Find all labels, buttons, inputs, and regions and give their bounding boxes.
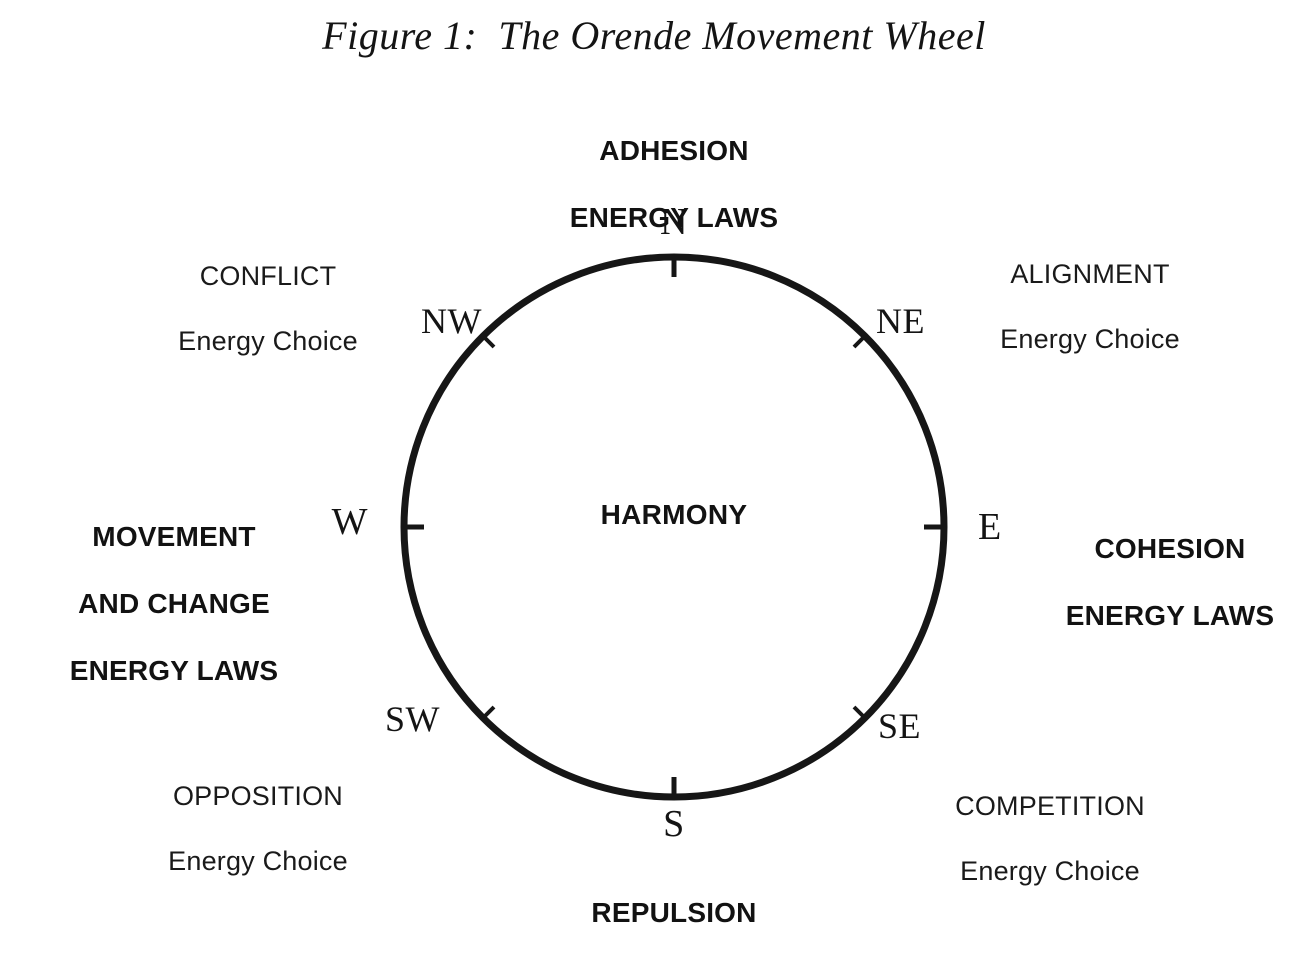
sector-west-title: MOVEMENT <box>92 520 256 552</box>
figure-title: Figure 1: The Orende Movement Wheel <box>322 13 986 58</box>
sector-north-label: ADHESION ENERGY LAWS <box>424 100 924 268</box>
sector-east-title: COHESION <box>1094 532 1246 564</box>
compass-label-w: W <box>331 501 368 543</box>
sector-south-label: REPULSION ENERGY LAWS <box>424 862 924 958</box>
sector-west-label: MOVEMENT AND CHANGE ENERGY LAWS <box>24 486 324 721</box>
sector-southeast-label: COMPETITION Energy Choice <box>860 758 1240 920</box>
sector-northwest-title: CONFLICT <box>199 261 337 292</box>
sector-southwest-subtitle: Energy Choice <box>168 846 348 877</box>
sector-southeast-subtitle: Energy Choice <box>960 856 1140 887</box>
sector-west-subtitle: ENERGY LAWS <box>69 654 279 686</box>
center-label-harmony: HARMONY <box>600 499 748 530</box>
tick-sw <box>481 705 496 720</box>
sector-north-title: ADHESION <box>599 134 749 166</box>
sector-northeast-title: ALIGNMENT <box>1010 259 1170 290</box>
compass-label-sw: SW <box>385 699 440 739</box>
sector-southeast-title: COMPETITION <box>955 791 1145 822</box>
sector-west-title-line2: AND CHANGE <box>78 587 270 619</box>
compass-label-nw: NW <box>421 301 482 341</box>
sector-east-subtitle: ENERGY LAWS <box>1065 599 1275 631</box>
compass-label-s: S <box>663 803 685 845</box>
tick-ne <box>852 334 867 349</box>
sector-southwest-label: OPPOSITION Energy Choice <box>68 748 448 910</box>
sector-south-title: REPULSION <box>591 896 757 928</box>
tick-se <box>852 705 867 720</box>
sector-north-subtitle: ENERGY LAWS <box>569 201 779 233</box>
tick-nw <box>481 334 496 349</box>
wheel-circle-group <box>400 253 948 801</box>
sector-northwest-label: CONFLICT Energy Choice <box>78 228 458 390</box>
sector-southwest-title: OPPOSITION <box>172 781 344 812</box>
sector-northeast-subtitle: Energy Choice <box>1000 324 1180 355</box>
compass-label-ne: NE <box>876 301 925 341</box>
sector-east-label: COHESION ENERGY LAWS <box>1020 498 1308 666</box>
sector-northeast-label: ALIGNMENT Energy Choice <box>900 226 1280 388</box>
sector-northwest-subtitle: Energy Choice <box>178 326 358 357</box>
compass-label-n: N <box>660 201 688 243</box>
compass-label-e: E <box>978 506 1002 548</box>
compass-label-se: SE <box>878 706 922 746</box>
